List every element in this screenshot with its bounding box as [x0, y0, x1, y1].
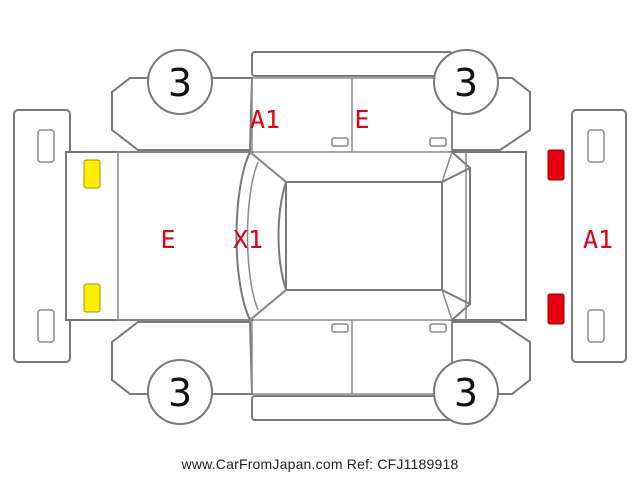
damage-mark-upper-front-door: A1 — [250, 105, 280, 134]
grade-rear-left: 3 — [454, 61, 478, 105]
rear-left-wheel: 3 — [433, 49, 499, 115]
car-body — [65, 150, 527, 322]
damage-mark-rear-bumper: A1 — [583, 225, 613, 254]
front-bumper — [13, 109, 71, 363]
damage-mark-hood: E — [160, 225, 175, 254]
grade-front-left: 3 — [168, 61, 192, 105]
headlight-lower — [83, 283, 101, 313]
grade-rear-right: 3 — [454, 371, 478, 415]
front-left-wheel: 3 — [147, 49, 213, 115]
source-reference: www.CarFromJapan.com Ref: CFJ1189918 — [181, 456, 459, 472]
taillight-lower — [547, 293, 565, 325]
front-right-wheel: 3 — [147, 359, 213, 425]
rear-bumper — [571, 109, 627, 363]
headlight-upper — [83, 159, 101, 189]
damage-mark-upper-rear-door: E — [354, 105, 369, 134]
lower-side-panel — [111, 319, 531, 421]
grade-front-right: 3 — [168, 371, 192, 415]
damage-mark-windshield: X1 — [233, 225, 263, 254]
rear-right-wheel: 3 — [433, 359, 499, 425]
taillight-upper — [547, 149, 565, 181]
upper-side-panel — [111, 51, 531, 153]
